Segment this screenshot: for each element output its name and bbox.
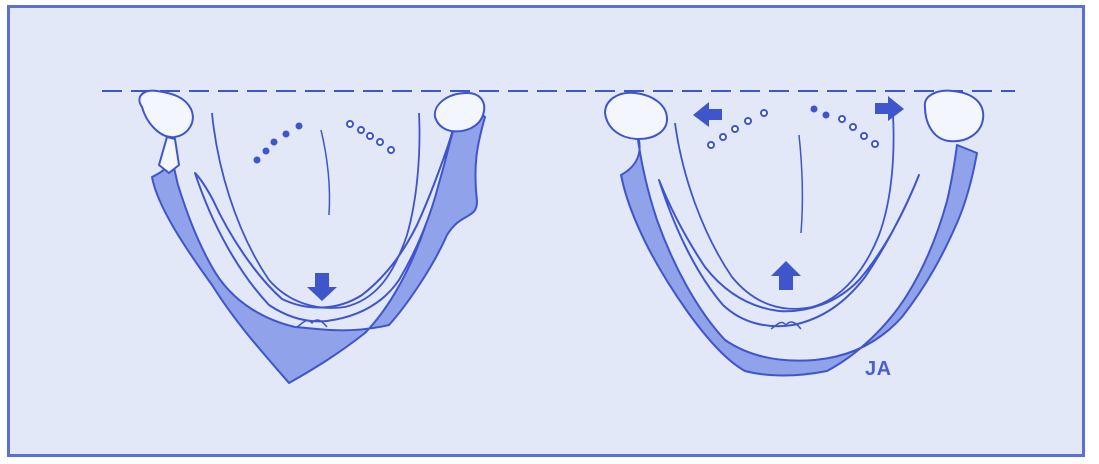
left-mandible <box>139 91 485 383</box>
right-arrow-icon <box>875 96 904 121</box>
left-mandible-body <box>152 103 485 383</box>
mandible-diagram <box>7 5 1085 457</box>
right-midline <box>799 135 802 233</box>
right-right-condyle <box>925 91 983 142</box>
right-teeth-open-dots <box>708 110 878 148</box>
up-arrow-icon <box>771 261 801 290</box>
artist-initials: JA <box>865 358 892 381</box>
left-arrow-icon <box>693 102 722 127</box>
left-condyle-neck <box>159 137 179 173</box>
right-mandible-body <box>621 133 977 376</box>
left-midline <box>321 130 330 215</box>
right-teeth-dots <box>811 106 830 119</box>
down-arrow-icon <box>307 273 337 301</box>
left-right-condyle <box>435 93 484 131</box>
left-teeth-open-dots <box>347 121 394 153</box>
right-left-condyle <box>605 93 667 139</box>
left-teeth-dots <box>254 123 303 164</box>
right-mandible <box>605 91 983 376</box>
left-condyle <box>139 91 192 137</box>
